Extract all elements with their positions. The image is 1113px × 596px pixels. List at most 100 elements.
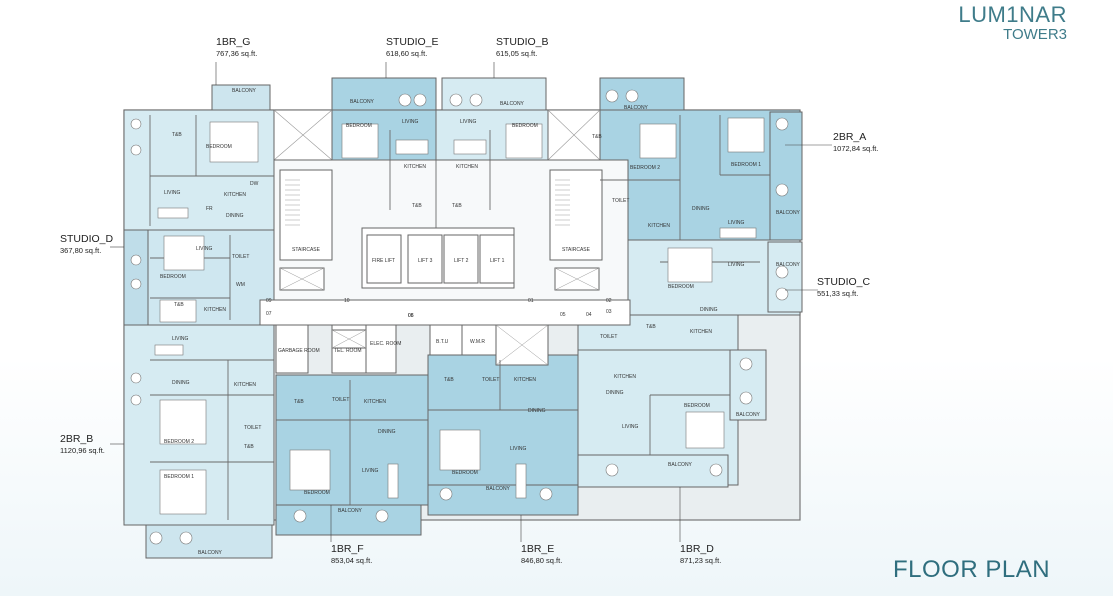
elec-room — [365, 324, 397, 374]
label-bedroom: BEDROOM — [206, 144, 232, 150]
furniture — [130, 89, 789, 545]
unit-name: 2BR_B — [60, 433, 94, 445]
unit-name: 2BR_A — [833, 131, 867, 143]
label-toilet: TOILET — [482, 377, 499, 383]
label-living: LIVING — [622, 424, 639, 430]
garbage-room — [275, 324, 309, 374]
unit-area: 1120,96 sq.ft. — [60, 446, 105, 455]
unit-callout-1br-d: 1BR_D 871,23 sq.ft. — [680, 543, 721, 565]
label-bedroom: BEDROOM — [668, 284, 694, 290]
label-bedroom: BEDROOM — [346, 123, 372, 129]
unit-callout-1br-e: 1BR_E 846,80 sq.ft. — [521, 543, 562, 565]
unit-area: 846,80 sq.ft. — [521, 556, 563, 565]
door-number: 08 — [408, 313, 414, 319]
label-toilet: TOILET — [600, 334, 617, 340]
door-number: 04 — [586, 312, 592, 318]
label-bedroom: BEDROOM — [684, 403, 710, 409]
label-living: LIVING — [728, 220, 745, 226]
unit-name: 1BR_G — [216, 36, 251, 48]
balcony-1br-e — [427, 484, 579, 516]
unit-area: 367,80 sq.ft. — [60, 246, 102, 255]
room-labels: BALCONY BALCONY BALCONY BALCONY BALCONY … — [160, 88, 801, 556]
label-bedroom-1: BEDROOM 1 — [731, 162, 761, 168]
unit-name: 1BR_E — [521, 543, 555, 555]
label-dining: DINING — [226, 213, 244, 219]
label-kitchen: KITCHEN — [514, 377, 536, 383]
door-number: 03 — [606, 309, 612, 315]
lift-3-label: LIFT 3 — [418, 258, 433, 264]
door-number: 09 — [266, 298, 272, 304]
label-balcony: BALCONY — [198, 550, 223, 556]
staircase-label: STAIRCASE — [562, 247, 591, 253]
label-kitchen: KITCHEN — [456, 164, 478, 170]
label-living: LIVING — [362, 468, 379, 474]
label-kitchen: KITCHEN — [614, 374, 636, 380]
lift-fire — [366, 234, 402, 284]
label-bedroom: BEDROOM — [304, 490, 330, 496]
wmr-label: W.M.R — [470, 339, 485, 345]
tel-room-label: TEL. ROOM — [334, 348, 362, 354]
label-tb: T&B — [444, 377, 454, 383]
label-living: LIVING — [460, 119, 477, 125]
lift-1-label: LIFT 1 — [490, 258, 505, 264]
label-tb: T&B — [172, 132, 182, 138]
label-kitchen: KITCHEN — [224, 192, 246, 198]
door-number: 07 — [266, 311, 272, 317]
unit-callout-studio-c: STUDIO_C 551,33 sq.ft. — [817, 276, 870, 298]
label-dw: DW — [250, 181, 259, 187]
label-tb: T&B — [244, 444, 254, 450]
unit-name: STUDIO_E — [386, 36, 439, 48]
label-balcony: BALCONY — [232, 88, 257, 94]
unit-callout-studio-b: STUDIO_B 615,05 sq.ft. — [496, 36, 549, 58]
door-number: 02 — [606, 298, 612, 304]
unit-name: STUDIO_D — [60, 233, 114, 245]
unit-name: STUDIO_B — [496, 36, 549, 48]
label-living: LIVING — [402, 119, 419, 125]
door-number: 10 — [344, 298, 350, 304]
unit-callout-2br-a: 2BR_A 1072,84 sq.ft. — [833, 131, 878, 153]
label-bedroom-2: BEDROOM 2 — [630, 165, 660, 171]
elec-room-label: ELEC. ROOM — [370, 341, 401, 347]
interior-walls — [149, 110, 770, 520]
label-balcony: BALCONY — [624, 105, 649, 111]
unit-area: 618,60 sq.ft. — [386, 49, 428, 58]
label-toilet: TOILET — [612, 198, 629, 204]
label-bedroom-2: BEDROOM 2 — [164, 439, 194, 445]
label-living: LIVING — [728, 262, 745, 268]
brand-logo: LUM1NAR TOWER3 — [958, 4, 1067, 43]
unit-name: 1BR_F — [331, 543, 364, 555]
label-tb: T&B — [412, 203, 422, 209]
label-tb: T&B — [174, 302, 184, 308]
label-kitchen: KITCHEN — [234, 382, 256, 388]
label-dining: DINING — [378, 429, 396, 435]
label-dining: DINING — [692, 206, 710, 212]
label-toilet: TOILET — [244, 425, 261, 431]
page-title: FLOOR PLAN — [893, 556, 1051, 583]
label-wm: WM — [236, 282, 245, 288]
label-tb: T&B — [294, 399, 304, 405]
label-living: LIVING — [164, 190, 181, 196]
door-number: 06 — [408, 313, 414, 319]
label-balcony: BALCONY — [776, 210, 801, 216]
core-labels: STAIRCASE STAIRCASE FIRE LIFT LIFT 3 LIF… — [266, 247, 612, 354]
label-balcony: BALCONY — [736, 412, 761, 418]
label-kitchen: KITCHEN — [690, 329, 712, 335]
unit-name: STUDIO_C — [817, 276, 871, 288]
unit-callout-studio-e: STUDIO_E 618,60 sq.ft. — [386, 36, 439, 58]
label-bedroom: BEDROOM — [452, 470, 478, 476]
lift-3 — [407, 234, 443, 284]
lift-1 — [479, 234, 515, 284]
unit-callout-1br-f: 1BR_F 853,04 sq.ft. — [331, 543, 372, 565]
lift-2-label: LIFT 2 — [454, 258, 469, 264]
balcony-1br-g — [211, 84, 271, 111]
label-living: LIVING — [196, 246, 213, 252]
corridor — [259, 299, 631, 326]
label-living: LIVING — [510, 446, 527, 452]
unit-area: 1072,84 sq.ft. — [833, 144, 879, 153]
label-dining: DINING — [700, 307, 718, 313]
label-balcony: BALCONY — [338, 508, 363, 514]
brand-tower: TOWER3 — [1003, 26, 1067, 43]
label-bedroom-1: BEDROOM 1 — [164, 474, 194, 480]
label-fr: FR — [206, 206, 213, 212]
unit-callout-2br-b: 2BR_B 1120,96 sq.ft. — [60, 433, 105, 455]
